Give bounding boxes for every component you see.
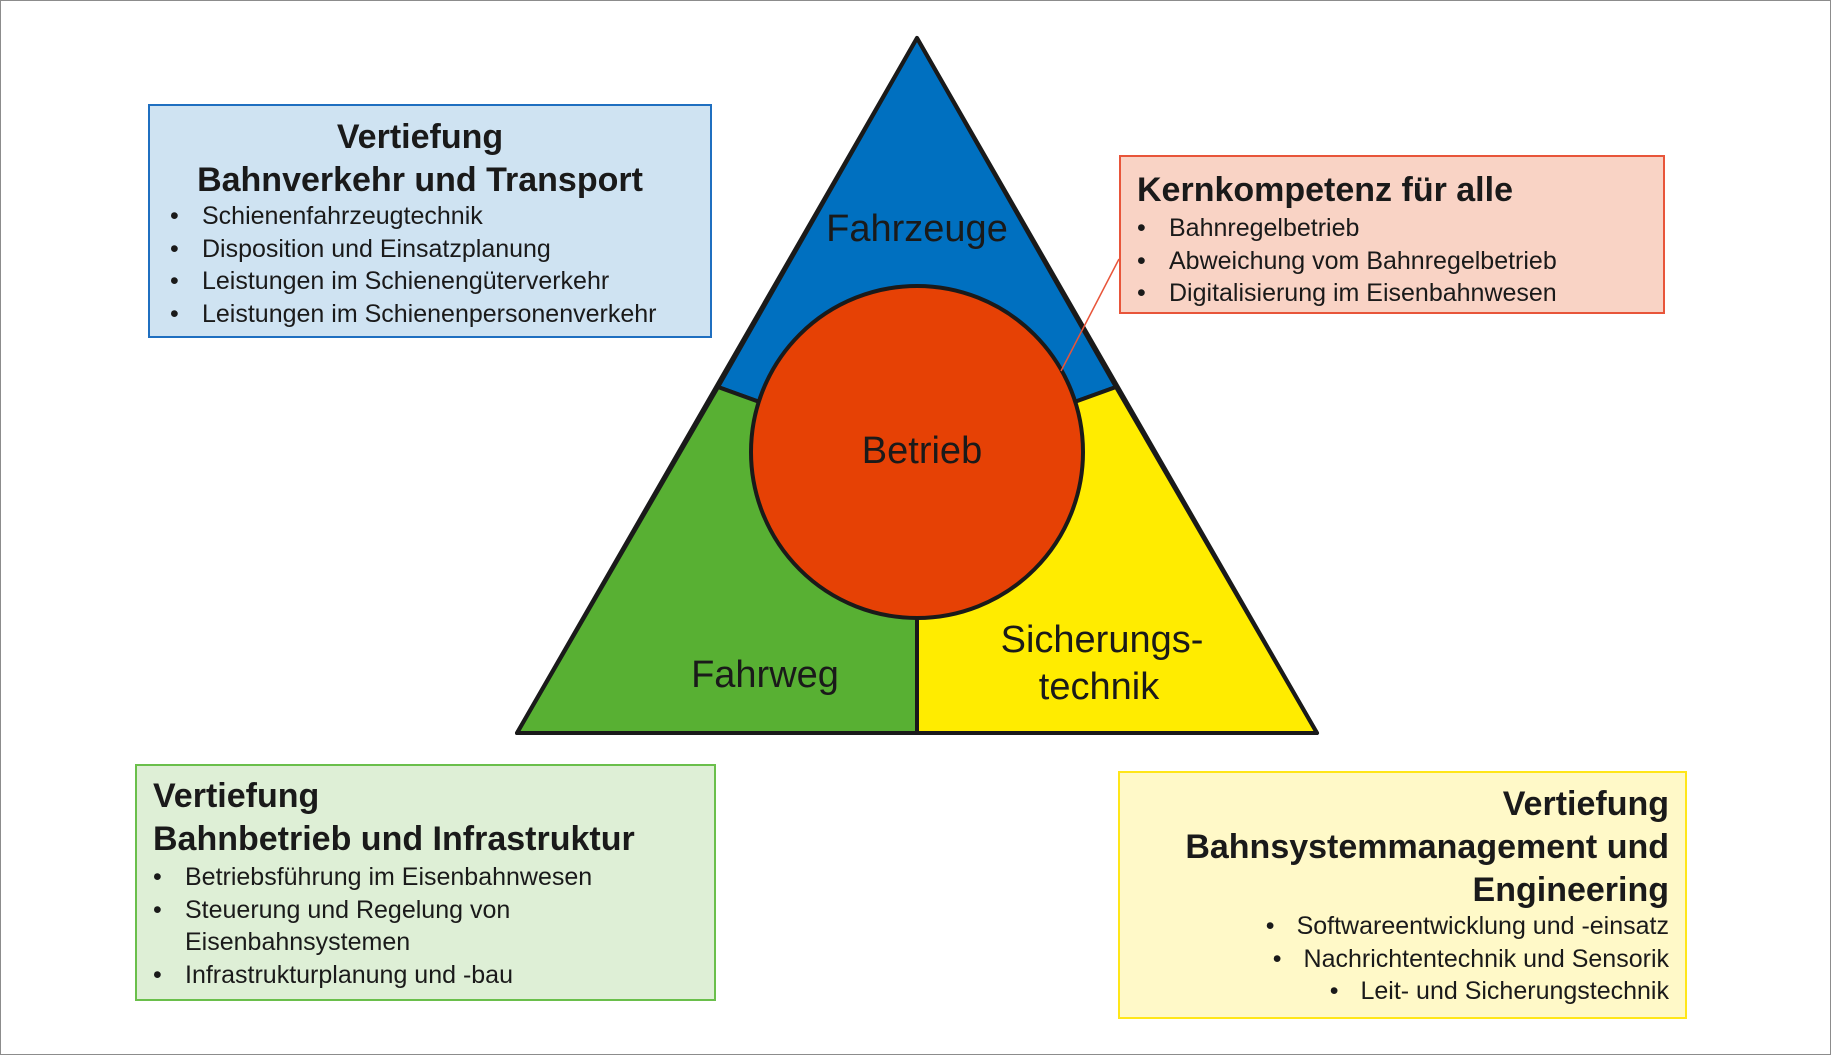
label-technik: technik xyxy=(1039,666,1160,708)
box-item-list: Schienenfahrzeugtechnik Disposition und … xyxy=(170,200,694,330)
list-item: Bahnregelbetrieb xyxy=(1137,212,1647,245)
list-item: Nachrichtentechnik und Sensorik xyxy=(1136,943,1669,976)
label-betrieb: Betrieb xyxy=(862,430,982,472)
list-item: Abweichung vom Bahnregelbetrieb xyxy=(1137,245,1647,278)
list-item: Digitalisierung im Eisenbahnwesen xyxy=(1137,277,1647,310)
list-item: Disposition und Einsatzplanung xyxy=(170,233,694,266)
box-title-line1: Vertiefung xyxy=(336,118,504,156)
list-item: Leit- und Sicherungstechnik xyxy=(1136,975,1669,1008)
list-item: Schienenfahrzeugtechnik xyxy=(170,200,694,233)
list-item: Leistungen im Schienengüterverkehr xyxy=(170,265,694,298)
list-item: Betriebsführung im Eisenbahnwesen xyxy=(153,861,698,894)
box-bahnbetrieb-infrastruktur: Vertiefung Bahnbetrieb und Infrastruktur… xyxy=(135,764,716,1001)
box-item-list: Bahnregelbetrieb Abweichung vom Bahnrege… xyxy=(1137,212,1647,310)
box-title-line1: Vertiefung xyxy=(1502,785,1669,823)
triangle-outline xyxy=(515,36,1319,735)
list-item: Leistungen im Schienenpersonenverkehr xyxy=(170,298,694,331)
circle-betrieb xyxy=(749,284,1085,620)
list-item: Steuerung und Regelung von Eisenbahnsyst… xyxy=(153,894,565,959)
label-sicherungs: Sicherungs- xyxy=(1001,619,1204,661)
box-title-line1: Vertiefung xyxy=(153,777,320,815)
list-item: Softwareentwicklung und -einsatz xyxy=(1136,910,1669,943)
label-fahrweg: Fahrweg xyxy=(691,654,839,696)
connector-line xyxy=(1060,258,1120,372)
box-item-list: Softwareentwicklung und -einsatz Nachric… xyxy=(1136,910,1669,1008)
box-title-line3: Engineering xyxy=(1472,871,1669,909)
box-title: Kernkompetenz für alle xyxy=(1137,171,1513,209)
box-title-line2: Bahnsystemmanagement und xyxy=(1185,828,1669,866)
box-title-line2: Bahnverkehr und Transport xyxy=(197,161,643,199)
box-bahnsystemmanagement: Vertiefung Bahnsystemmanagement und Engi… xyxy=(1118,771,1687,1019)
box-kernkompetenz: Kernkompetenz für alle Bahnregelbetrieb … xyxy=(1119,155,1665,314)
box-title-line2: Bahnbetrieb und Infrastruktur xyxy=(153,820,635,858)
box-item-list: Betriebsführung im Eisenbahnwesen Steuer… xyxy=(153,861,698,991)
box-bahnverkehr-transport: Vertiefung Bahnverkehr und Transport Sch… xyxy=(148,104,712,338)
list-item: Infrastrukturplanung und -bau xyxy=(153,959,698,992)
label-fahrzeuge: Fahrzeuge xyxy=(826,208,1008,250)
